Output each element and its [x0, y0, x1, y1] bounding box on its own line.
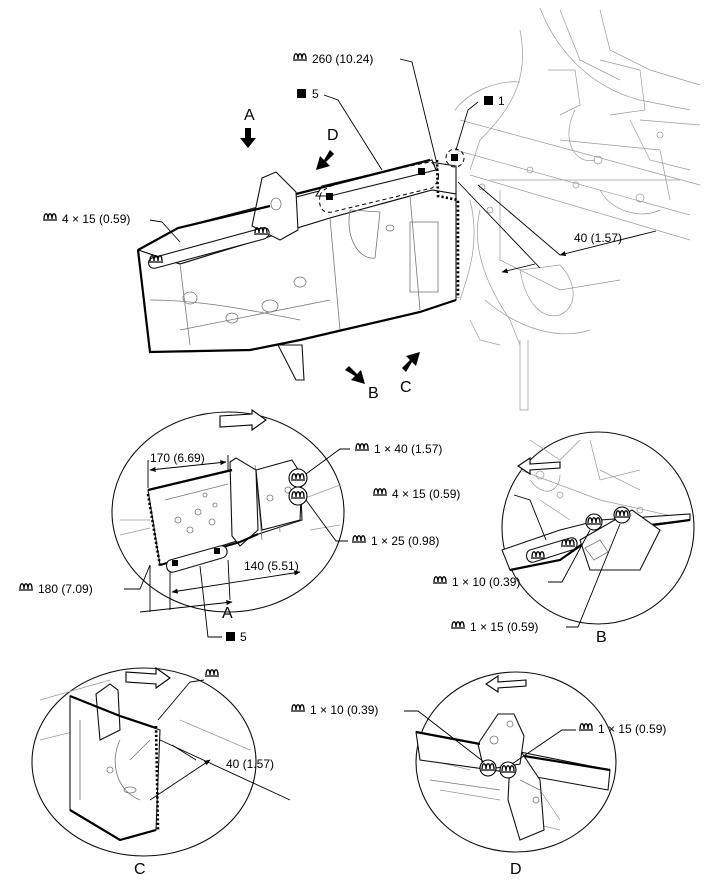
callout-5-detail: 5 [240, 630, 247, 644]
flange-dashed-outline [319, 161, 439, 213]
view-letter-b-detail: B [596, 629, 607, 646]
front-side-member-section [136, 158, 460, 381]
callout-180: 180 (7.09) [38, 582, 93, 596]
callout-40-c: 40 (1.57) [226, 757, 274, 771]
main-cut-weld-line [435, 159, 460, 298]
weld-symbol-icon [354, 443, 370, 451]
view-arrow-icon [240, 128, 256, 148]
view-letter-a: A [244, 107, 255, 124]
view-letter-d: D [327, 127, 339, 144]
callout-260: 260 (10.24) [312, 52, 373, 66]
callout-1x10-d: 1 × 10 (0.39) [310, 703, 378, 717]
weld-symbol-icon [18, 583, 34, 591]
detail-view-a: 170 (6.69) 1 × 40 (1.57) 1 × 25 (0.98) 1… [18, 408, 442, 644]
spot-weld-square-icon [451, 154, 458, 161]
spot-weld-circle [445, 148, 465, 168]
spot-weld-square-icon [172, 560, 178, 566]
callout-170: 170 (6.69) [150, 451, 205, 465]
spot-weld-square-icon [326, 193, 333, 200]
weld-symbol-icon [372, 488, 388, 496]
callout-5-main: 5 [312, 87, 319, 101]
view-arrow-icon [316, 150, 334, 170]
view-arrow-icon [219, 408, 267, 432]
weld-symbol-icon [292, 53, 308, 61]
view-arrow-icon [345, 366, 365, 384]
view-arrow-icon [517, 456, 561, 476]
weld-symbol-icon [432, 576, 448, 584]
spot-weld-square-icon [297, 89, 306, 98]
spot-weld-square-icon [226, 632, 235, 641]
view-letter-c: C [400, 379, 412, 396]
detail-view-c: 40 (1.57) C [31, 666, 291, 878]
view-letter-c-detail: C [134, 861, 146, 878]
detail-view-d: 1 × 10 (0.39) 1 × 15 (0.59) D [290, 671, 666, 878]
callout-1x10-b: 1 × 10 (0.39) [452, 575, 520, 589]
detail-view-b: 4 × 15 (0.59) 1 × 10 (0.39) 1 × 15 (0.59… [372, 431, 695, 646]
spot-weld-square-icon [418, 168, 425, 175]
view-letter-a-detail: A [222, 605, 233, 622]
background-body-structure [454, 7, 701, 411]
callout-1x15-d: 1 × 15 (0.59) [598, 722, 666, 736]
weld-symbol-icon [450, 621, 466, 629]
callout-1x40: 1 × 40 (1.57) [374, 442, 442, 456]
callout-1-main: 1 [498, 94, 505, 108]
callout-4x15-main: 4 × 15 (0.59) [62, 212, 130, 226]
callout-1x15-b: 1 × 15 (0.59) [470, 620, 538, 634]
callout-40-main: 40 (1.57) [574, 231, 622, 245]
weld-symbol-icon [290, 704, 306, 712]
spot-weld-square-icon [484, 96, 493, 105]
view-arrow-icon [485, 674, 527, 694]
detail-a-weld-line [146, 493, 162, 567]
view-letter-b: B [368, 385, 379, 402]
weld-symbol-icon [42, 213, 58, 221]
callout-4x15-b: 4 × 15 (0.59) [392, 487, 460, 501]
view-letter-d-detail: D [510, 861, 522, 878]
weld-symbol-icon [204, 669, 220, 677]
spot-weld-square-icon [214, 548, 220, 554]
main-view: A D B C 260 (10.24) 5 1 4 × 15 (0.59) 40… [42, 7, 701, 411]
view-arrow-icon [402, 352, 420, 372]
weld-symbol-icon [351, 535, 367, 543]
view-arrow-icon [125, 666, 171, 690]
callout-140: 140 (5.51) [244, 559, 299, 573]
callout-1x25: 1 × 25 (0.98) [371, 534, 439, 548]
